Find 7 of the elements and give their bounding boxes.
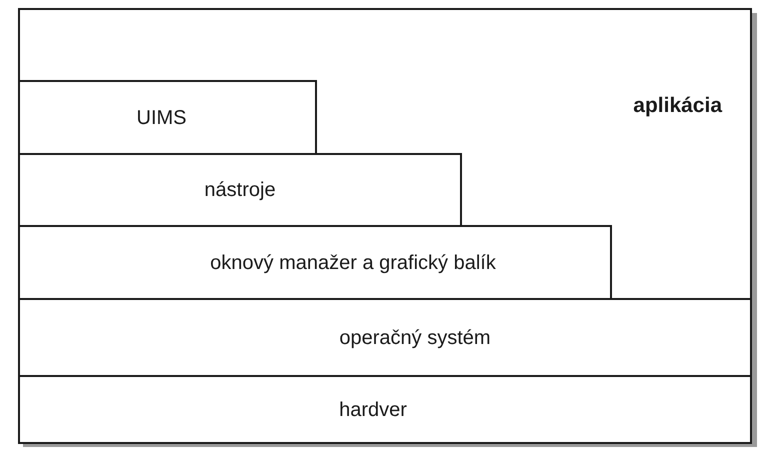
layer-label: UIMS	[136, 106, 186, 130]
layer-label: operačný systém	[339, 326, 491, 350]
layer-label: nástroje	[204, 178, 276, 203]
layer-label: hardver	[339, 398, 407, 422]
layer-label: aplikácia	[633, 93, 722, 119]
layer-box	[18, 80, 317, 155]
layer-label: oknový manažer a grafický balík	[210, 250, 496, 276]
